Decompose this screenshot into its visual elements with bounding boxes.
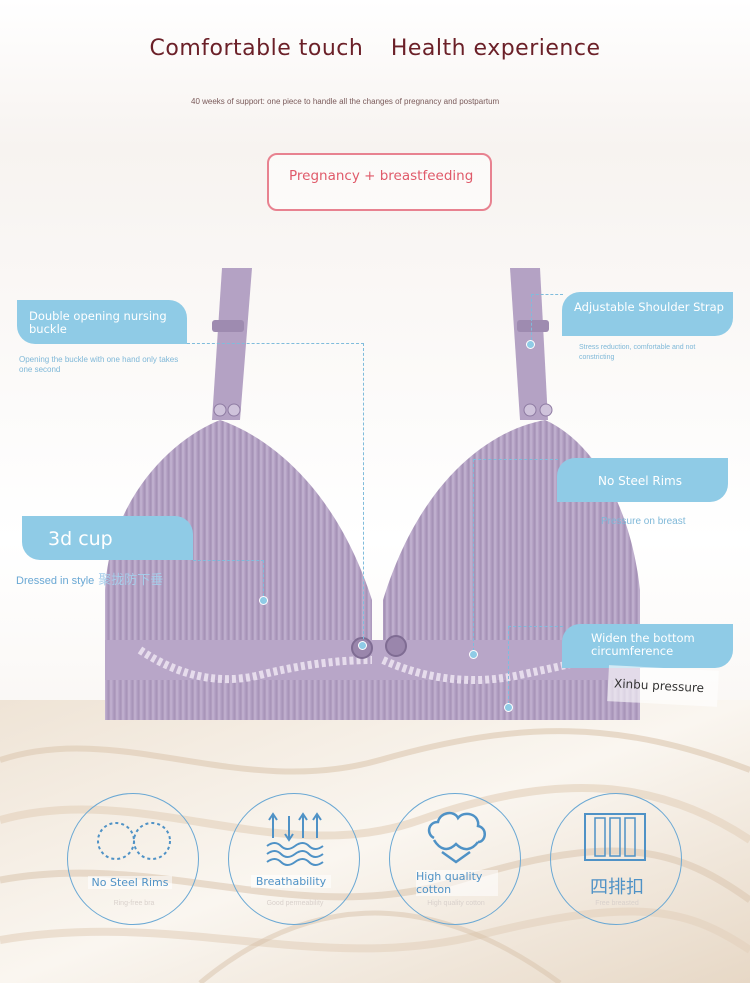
feature-breathability: Breathability Good permeability (228, 793, 360, 925)
callout-shoulder-strap-note: Stress reduction, comfortable and not co… (579, 344, 696, 361)
callout-no-steel-rims-title: No Steel Rims (598, 474, 682, 488)
callout-shoulder-strap: Adjustable Shoulder Strap (562, 292, 733, 336)
callout-3d-cup: 3d cup (22, 516, 193, 560)
feature-four-row-hooks-label: 四排扣 (590, 877, 644, 898)
callout-double-opening-note: Opening the buckle with one hand only ta… (19, 355, 179, 374)
bra-image (105, 268, 640, 720)
callout-widen-bottom-title: Widen the bottom circumference (591, 631, 695, 658)
feature-no-steel-rims: No Steel Rims Ring-free bra (67, 793, 199, 925)
leader-line-buckle (187, 343, 364, 644)
feature-four-row-hooks: 四排扣 Free breasted (550, 793, 682, 925)
four-row-hooks-icon (584, 813, 646, 861)
feature-cotton-label: High quality cotton (416, 870, 498, 896)
feature-breathability-sub: Good permeability (266, 900, 324, 907)
callout-widen-bottom-note: Xinbu pressure (613, 676, 705, 696)
callout-no-steel-rims: No Steel Rims (557, 458, 728, 502)
leader-line-bottom (508, 626, 563, 709)
leader-line-strap (531, 294, 563, 345)
marker-dot (526, 340, 535, 349)
callout-3d-cup-note-en: Dressed in style (16, 575, 95, 587)
marker-dot (358, 641, 367, 650)
pregnancy-tag-label: Pregnancy + breastfeeding (289, 168, 474, 184)
feature-breathability-label: Breathability (251, 875, 331, 888)
leader-line-cup (193, 560, 264, 601)
feature-four-row-hooks-sub: Free breasted (595, 900, 639, 907)
callout-double-opening: Double opening nursing buckle (17, 300, 187, 344)
marker-dot (469, 650, 478, 659)
marker-dot (504, 703, 513, 712)
cotton-icon (427, 811, 486, 864)
headline: Comfortable touch Health experience (0, 36, 750, 61)
callout-3d-cup-title: 3d cup (48, 528, 113, 550)
leader-line-rims (473, 459, 558, 656)
callout-widen-bottom-note-box: Xinbu pressure (607, 665, 719, 707)
callout-3d-cup-note-cn: 聚拢防下垂 (98, 572, 164, 587)
headline-left: Comfortable touch (149, 36, 364, 61)
callout-shoulder-strap-title: Adjustable Shoulder Strap (574, 300, 724, 314)
pregnancy-tag: Pregnancy + breastfeeding (267, 153, 492, 211)
headline-right: Health experience (390, 36, 601, 61)
callout-widen-bottom: Widen the bottom circumference (562, 624, 733, 668)
subline: 40 weeks of support: one piece to handle… (191, 97, 500, 106)
no-rim-icon (97, 822, 171, 860)
marker-dot (259, 596, 268, 605)
callout-no-steel-rims-note: Pressure on breast (601, 516, 686, 527)
feature-cotton: High quality cotton High quality cotton (389, 793, 521, 925)
feature-no-steel-rims-sub: Ring-free bra (113, 900, 155, 907)
feature-cotton-sub: High quality cotton (427, 900, 485, 907)
feature-no-steel-rims-label: No Steel Rims (88, 876, 172, 889)
callout-double-opening-title: Double opening nursing buckle (29, 309, 167, 336)
breathability-icon (266, 812, 324, 866)
